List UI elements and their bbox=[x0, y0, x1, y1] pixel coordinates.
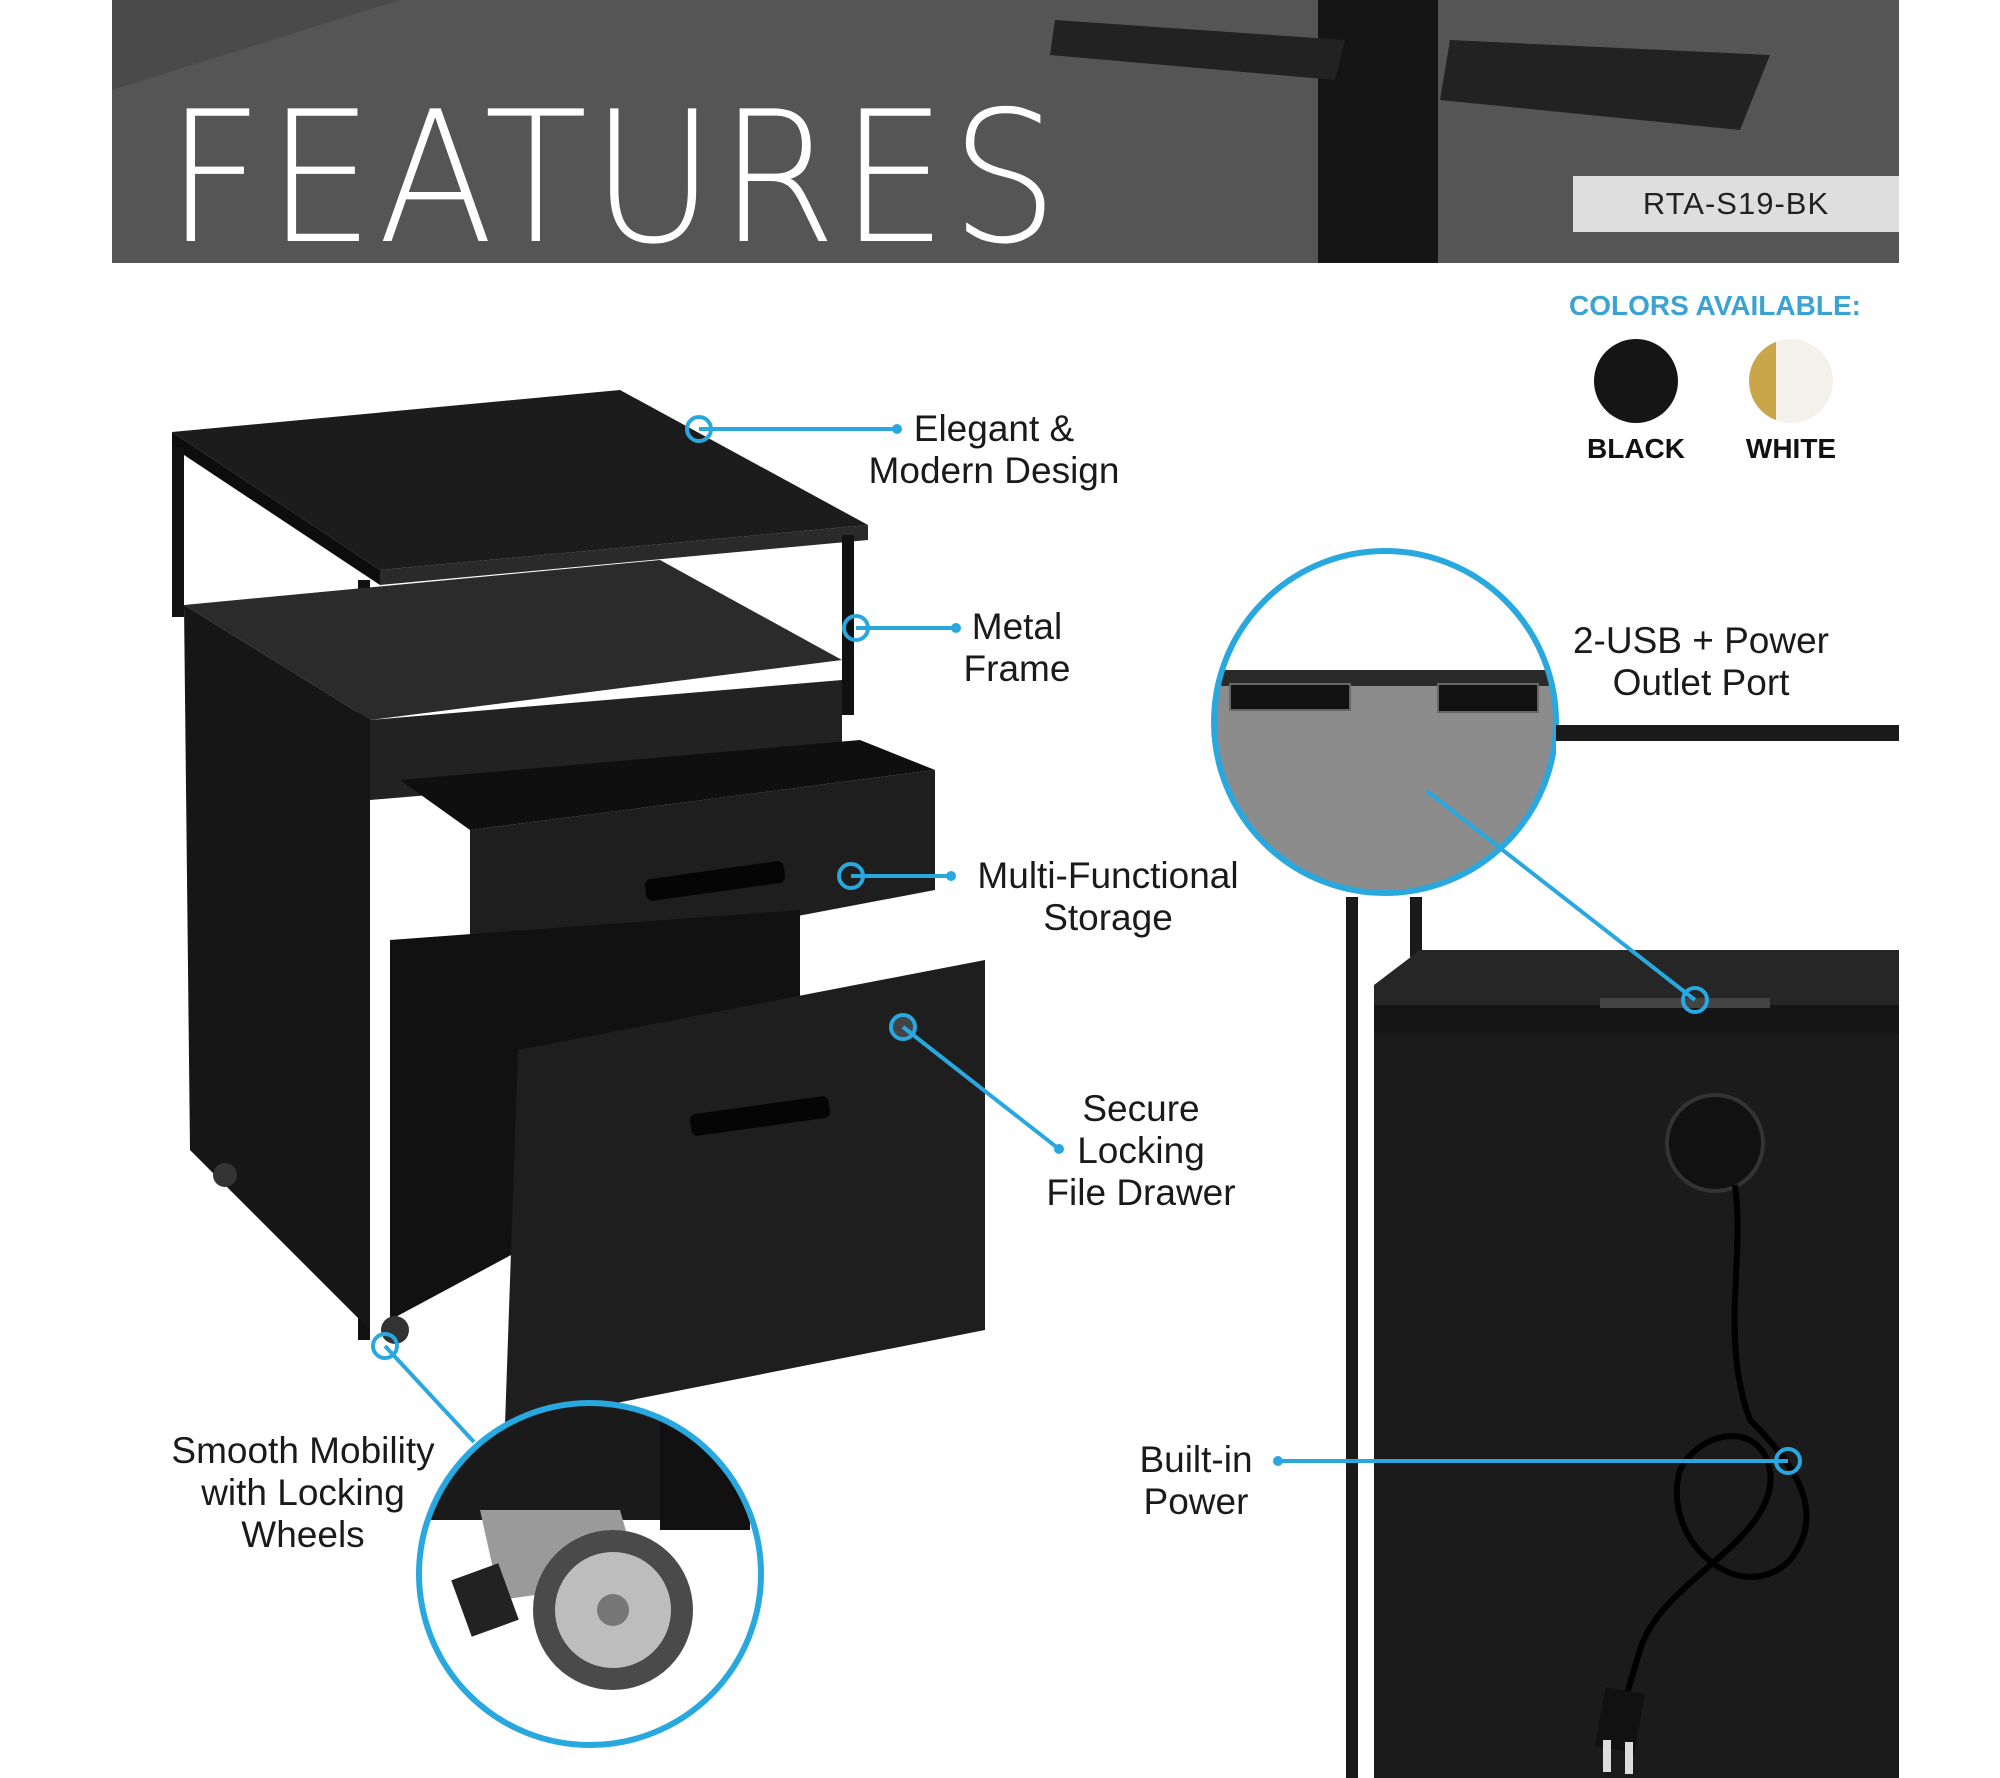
outlet-photo-panel bbox=[1346, 897, 1899, 1778]
header-outlet-plate bbox=[1050, 20, 1345, 80]
header-outlet-plate-2 bbox=[1440, 40, 1770, 130]
outlet-detail-ring bbox=[1211, 548, 1559, 896]
callout-line-lock bbox=[901, 1025, 1061, 1151]
callout-line-text: Frame bbox=[963, 648, 1071, 689]
callout-line-text: Secure bbox=[1082, 1088, 1200, 1129]
callout-design: Elegant & Modern Design bbox=[844, 408, 1144, 492]
callout-wheels: Smooth Mobility with Locking Wheels bbox=[143, 1430, 463, 1556]
callout-line-text: with Locking bbox=[201, 1472, 405, 1513]
callout-lock: Secure Locking File Drawer bbox=[1021, 1088, 1261, 1214]
callout-storage: Multi-Functional Storage bbox=[948, 855, 1268, 939]
callout-line-text: Power bbox=[1143, 1481, 1249, 1522]
wheel-detail-ring bbox=[416, 1400, 764, 1748]
callout-line-text: File Drawer bbox=[1046, 1172, 1236, 1213]
white-swatch bbox=[1749, 339, 1833, 423]
callout-line-text: Outlet Port bbox=[1612, 662, 1790, 703]
callout-line-wheels bbox=[383, 1344, 476, 1444]
callout-line-text: Metal bbox=[971, 606, 1063, 647]
callout-line-text: Smooth Mobility bbox=[171, 1430, 435, 1471]
callout-line-outlet bbox=[1425, 789, 1697, 1002]
callout-line-text: Locking bbox=[1077, 1130, 1205, 1171]
color-label-black: BLACK bbox=[1587, 433, 1685, 464]
cabinet-illustration bbox=[172, 390, 985, 1425]
callout-outlet: 2-USB + Power Outlet Port bbox=[1551, 620, 1851, 704]
callout-line-text: 2-USB + Power bbox=[1572, 620, 1830, 661]
callout-line-text: Elegant & bbox=[913, 408, 1075, 449]
callout-line-text: Built-in bbox=[1139, 1439, 1253, 1480]
callout-frame: Metal Frame bbox=[917, 606, 1117, 690]
callout-line-text: Storage bbox=[1043, 897, 1173, 938]
color-label-white: WHITE bbox=[1745, 433, 1837, 464]
callout-line-text: Modern Design bbox=[868, 450, 1120, 491]
black-swatch bbox=[1594, 339, 1678, 423]
page-title: FEATURES bbox=[166, 72, 1062, 284]
callout-line-text: Wheels bbox=[241, 1514, 365, 1555]
callout-line-text: Multi-Functional bbox=[977, 855, 1239, 896]
colors-available-heading: COLORS AVAILABLE: bbox=[1569, 290, 1861, 321]
callout-power: Built-in Power bbox=[1096, 1439, 1296, 1523]
model-number-label: RTA-S19-BK bbox=[1573, 176, 1899, 232]
